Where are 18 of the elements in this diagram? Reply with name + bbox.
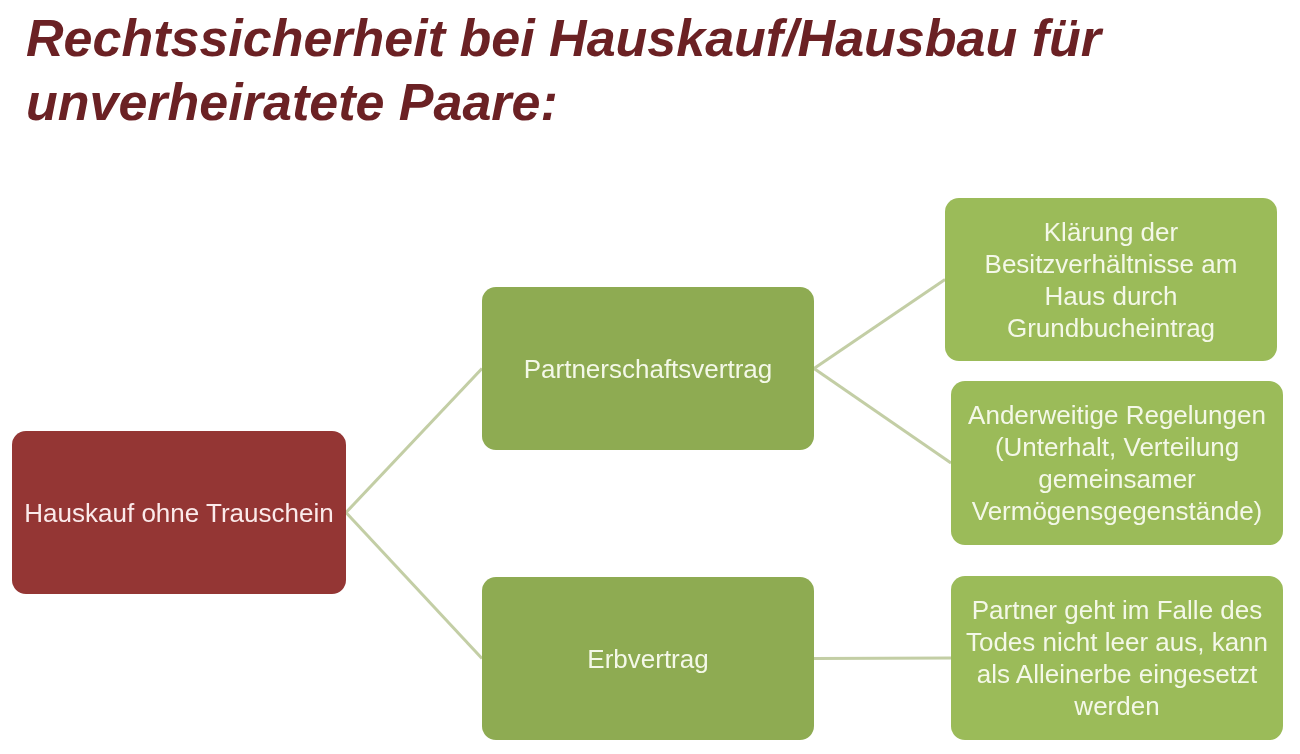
process-box bbox=[951, 381, 1283, 545]
connector-line bbox=[344, 367, 484, 514]
box-label: Partner geht im Falle des Todes nicht leer aus, kann als Alleinerbe eingesetzt werden bbox=[964, 594, 1270, 722]
box-label: Anderweitige Regelungen (Unterhalt, Verteilung gemeinsamer Vermögensgegenstände) bbox=[967, 399, 1267, 527]
connector-line bbox=[344, 511, 484, 660]
diagram-title: Rechtssicherheit bei Hauskauf/Hausbau für unverheiratete Paare: bbox=[26, 6, 1206, 134]
box-label: Partnerschaftsvertrag bbox=[523, 352, 773, 385]
process-box bbox=[945, 198, 1277, 361]
process-box bbox=[482, 577, 814, 740]
process-box bbox=[12, 431, 346, 594]
connector-line bbox=[813, 367, 952, 465]
process-box bbox=[482, 287, 814, 450]
box-label: Klärung der Besitzverhältnisse am Haus durch Grundbucheintrag bbox=[983, 215, 1239, 344]
box-label: Hauskauf ohne Trauschein bbox=[24, 496, 334, 529]
box-label: Erbvertrag bbox=[587, 642, 709, 675]
connector-line bbox=[814, 656, 951, 660]
process-box bbox=[951, 576, 1283, 740]
connector-line bbox=[813, 278, 946, 370]
